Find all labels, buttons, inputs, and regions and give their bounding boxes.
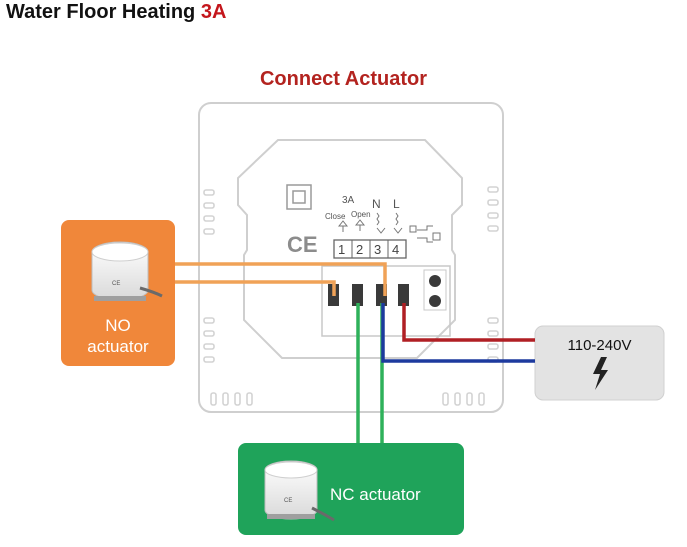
terminal-block: 1 2 3 4	[333, 239, 407, 259]
page-title-rating: 3A	[200, 1, 227, 23]
wires	[175, 262, 535, 443]
nc-actuator-card: CE	[238, 443, 464, 535]
diagram-title: Connect Actuator	[259, 68, 428, 90]
page-title-main: Water Floor Heating	[6, 1, 196, 23]
ce-mark: CE	[287, 232, 318, 257]
thermostat-body-outline	[237, 139, 463, 359]
neutral-label: N	[372, 197, 381, 211]
terminal-4: 4	[392, 242, 399, 257]
live-wire-terminal-4	[402, 303, 535, 342]
terminal-2: 2	[356, 242, 363, 257]
terminal-1: 1	[338, 242, 345, 257]
square-mark-icon	[286, 184, 312, 210]
no-wire-terminal-1	[175, 280, 336, 296]
nc-actuator-device-icon: CE	[264, 460, 335, 522]
neutral-wire-terminal-3	[381, 303, 535, 363]
live-label: L	[393, 197, 400, 211]
switch-symbols	[337, 212, 441, 243]
no-wire-terminal-3	[175, 262, 387, 296]
vent-slots	[203, 186, 499, 406]
no-actuator-card: CE	[61, 220, 175, 366]
no-actuator-label-line1: NO	[105, 316, 131, 335]
open-label: Open	[351, 210, 371, 219]
rating-label: 3A	[342, 195, 355, 206]
power-supply-label: 110-240V	[567, 337, 632, 354]
close-label: Close	[325, 212, 346, 221]
svg-text:CE: CE	[284, 498, 292, 504]
svg-text:CE: CE	[112, 281, 120, 287]
lightning-bolt-icon	[593, 357, 608, 390]
no-actuator-label: NO actuator	[61, 315, 175, 357]
nc-actuator-label: NC actuator	[330, 485, 421, 504]
power-supply-box	[534, 325, 665, 401]
no-actuator-label-line2: actuator	[87, 337, 149, 356]
no-actuator-device-icon: CE	[91, 241, 163, 301]
terminal-3: 3	[374, 242, 381, 257]
page-title: Water Floor Heating 3A	[6, 1, 226, 24]
backplate-outline	[198, 102, 504, 413]
thermostat-backplate	[198, 102, 504, 413]
